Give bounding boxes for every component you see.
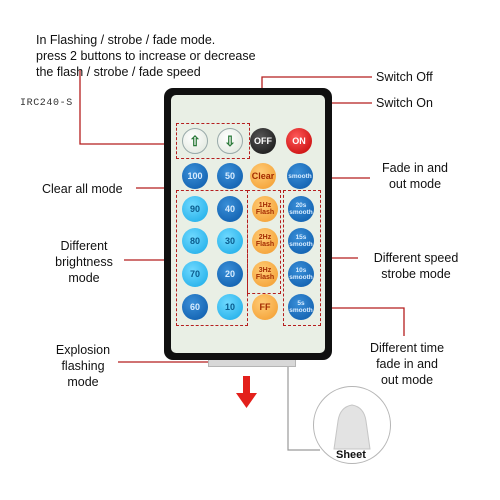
fade-15s-button[interactable]: 15s smooth	[288, 228, 314, 254]
flash-3hz-button[interactable]: 3Hz Flash	[252, 261, 278, 287]
speed-buttons-highlight	[176, 123, 250, 159]
flash-buttons-highlight	[247, 190, 281, 294]
speed-strobe-label: Different speed strobe mode	[373, 251, 459, 281]
switch-on-label: Switch On	[376, 96, 433, 110]
sheet-tab-icon	[333, 404, 371, 450]
clear-button[interactable]: Clear	[250, 163, 276, 189]
clear-all-label: Clear all mode	[42, 182, 123, 196]
battery-tray	[208, 360, 296, 367]
brightness-mode-label: Different brightness mode	[55, 239, 113, 285]
flash-speed-note: In Flashing / strobe / fade mode. press …	[36, 33, 256, 79]
brightness-button[interactable]: 10	[217, 294, 243, 320]
brightness-button[interactable]: 40	[217, 196, 243, 222]
fade-20s-button[interactable]: 20s smooth	[288, 196, 314, 222]
on-button[interactable]: ON	[286, 128, 312, 154]
time-fade-label: Different time fade in and out mode	[369, 341, 445, 387]
brightness-button[interactable]: 60	[182, 294, 208, 320]
model-label: IRC240-S	[20, 98, 73, 109]
off-button[interactable]: OFF	[250, 128, 276, 154]
brightness-buttons-highlight	[176, 190, 248, 326]
brightness-button[interactable]: 80	[182, 228, 208, 254]
ff-button[interactable]: FF	[252, 294, 278, 320]
fade-10s-button[interactable]: 10s smooth	[288, 261, 314, 287]
fade-5s-button[interactable]: 5s smooth	[288, 294, 314, 320]
brightness-button[interactable]: 70	[182, 261, 208, 287]
brightness-button[interactable]: 30	[217, 228, 243, 254]
brightness-button[interactable]: 90	[182, 196, 208, 222]
fade-time-buttons-highlight	[283, 190, 321, 326]
decrease-speed-button[interactable]: ⇩	[217, 128, 243, 154]
switch-off-label: Switch Off	[376, 70, 433, 84]
brightness-button[interactable]: 50	[217, 163, 243, 189]
fade-mode-label: Fade in and out mode	[381, 161, 449, 191]
brightness-button[interactable]: 100	[182, 163, 208, 189]
arrow-up-icon: ⇧	[189, 133, 201, 149]
explosion-mode-label: Explosion flashing mode	[55, 343, 111, 389]
brightness-button[interactable]: 20	[217, 261, 243, 287]
sheet-detail	[313, 386, 391, 464]
flash-1hz-button[interactable]: 1Hz Flash	[252, 196, 278, 222]
flash-2hz-button[interactable]: 2Hz Flash	[252, 228, 278, 254]
arrow-down-icon: ⇩	[224, 133, 236, 149]
increase-speed-button[interactable]: ⇧	[182, 128, 208, 154]
smooth-button[interactable]: smooth	[287, 163, 313, 189]
sheet-label: Sheet	[336, 449, 366, 461]
